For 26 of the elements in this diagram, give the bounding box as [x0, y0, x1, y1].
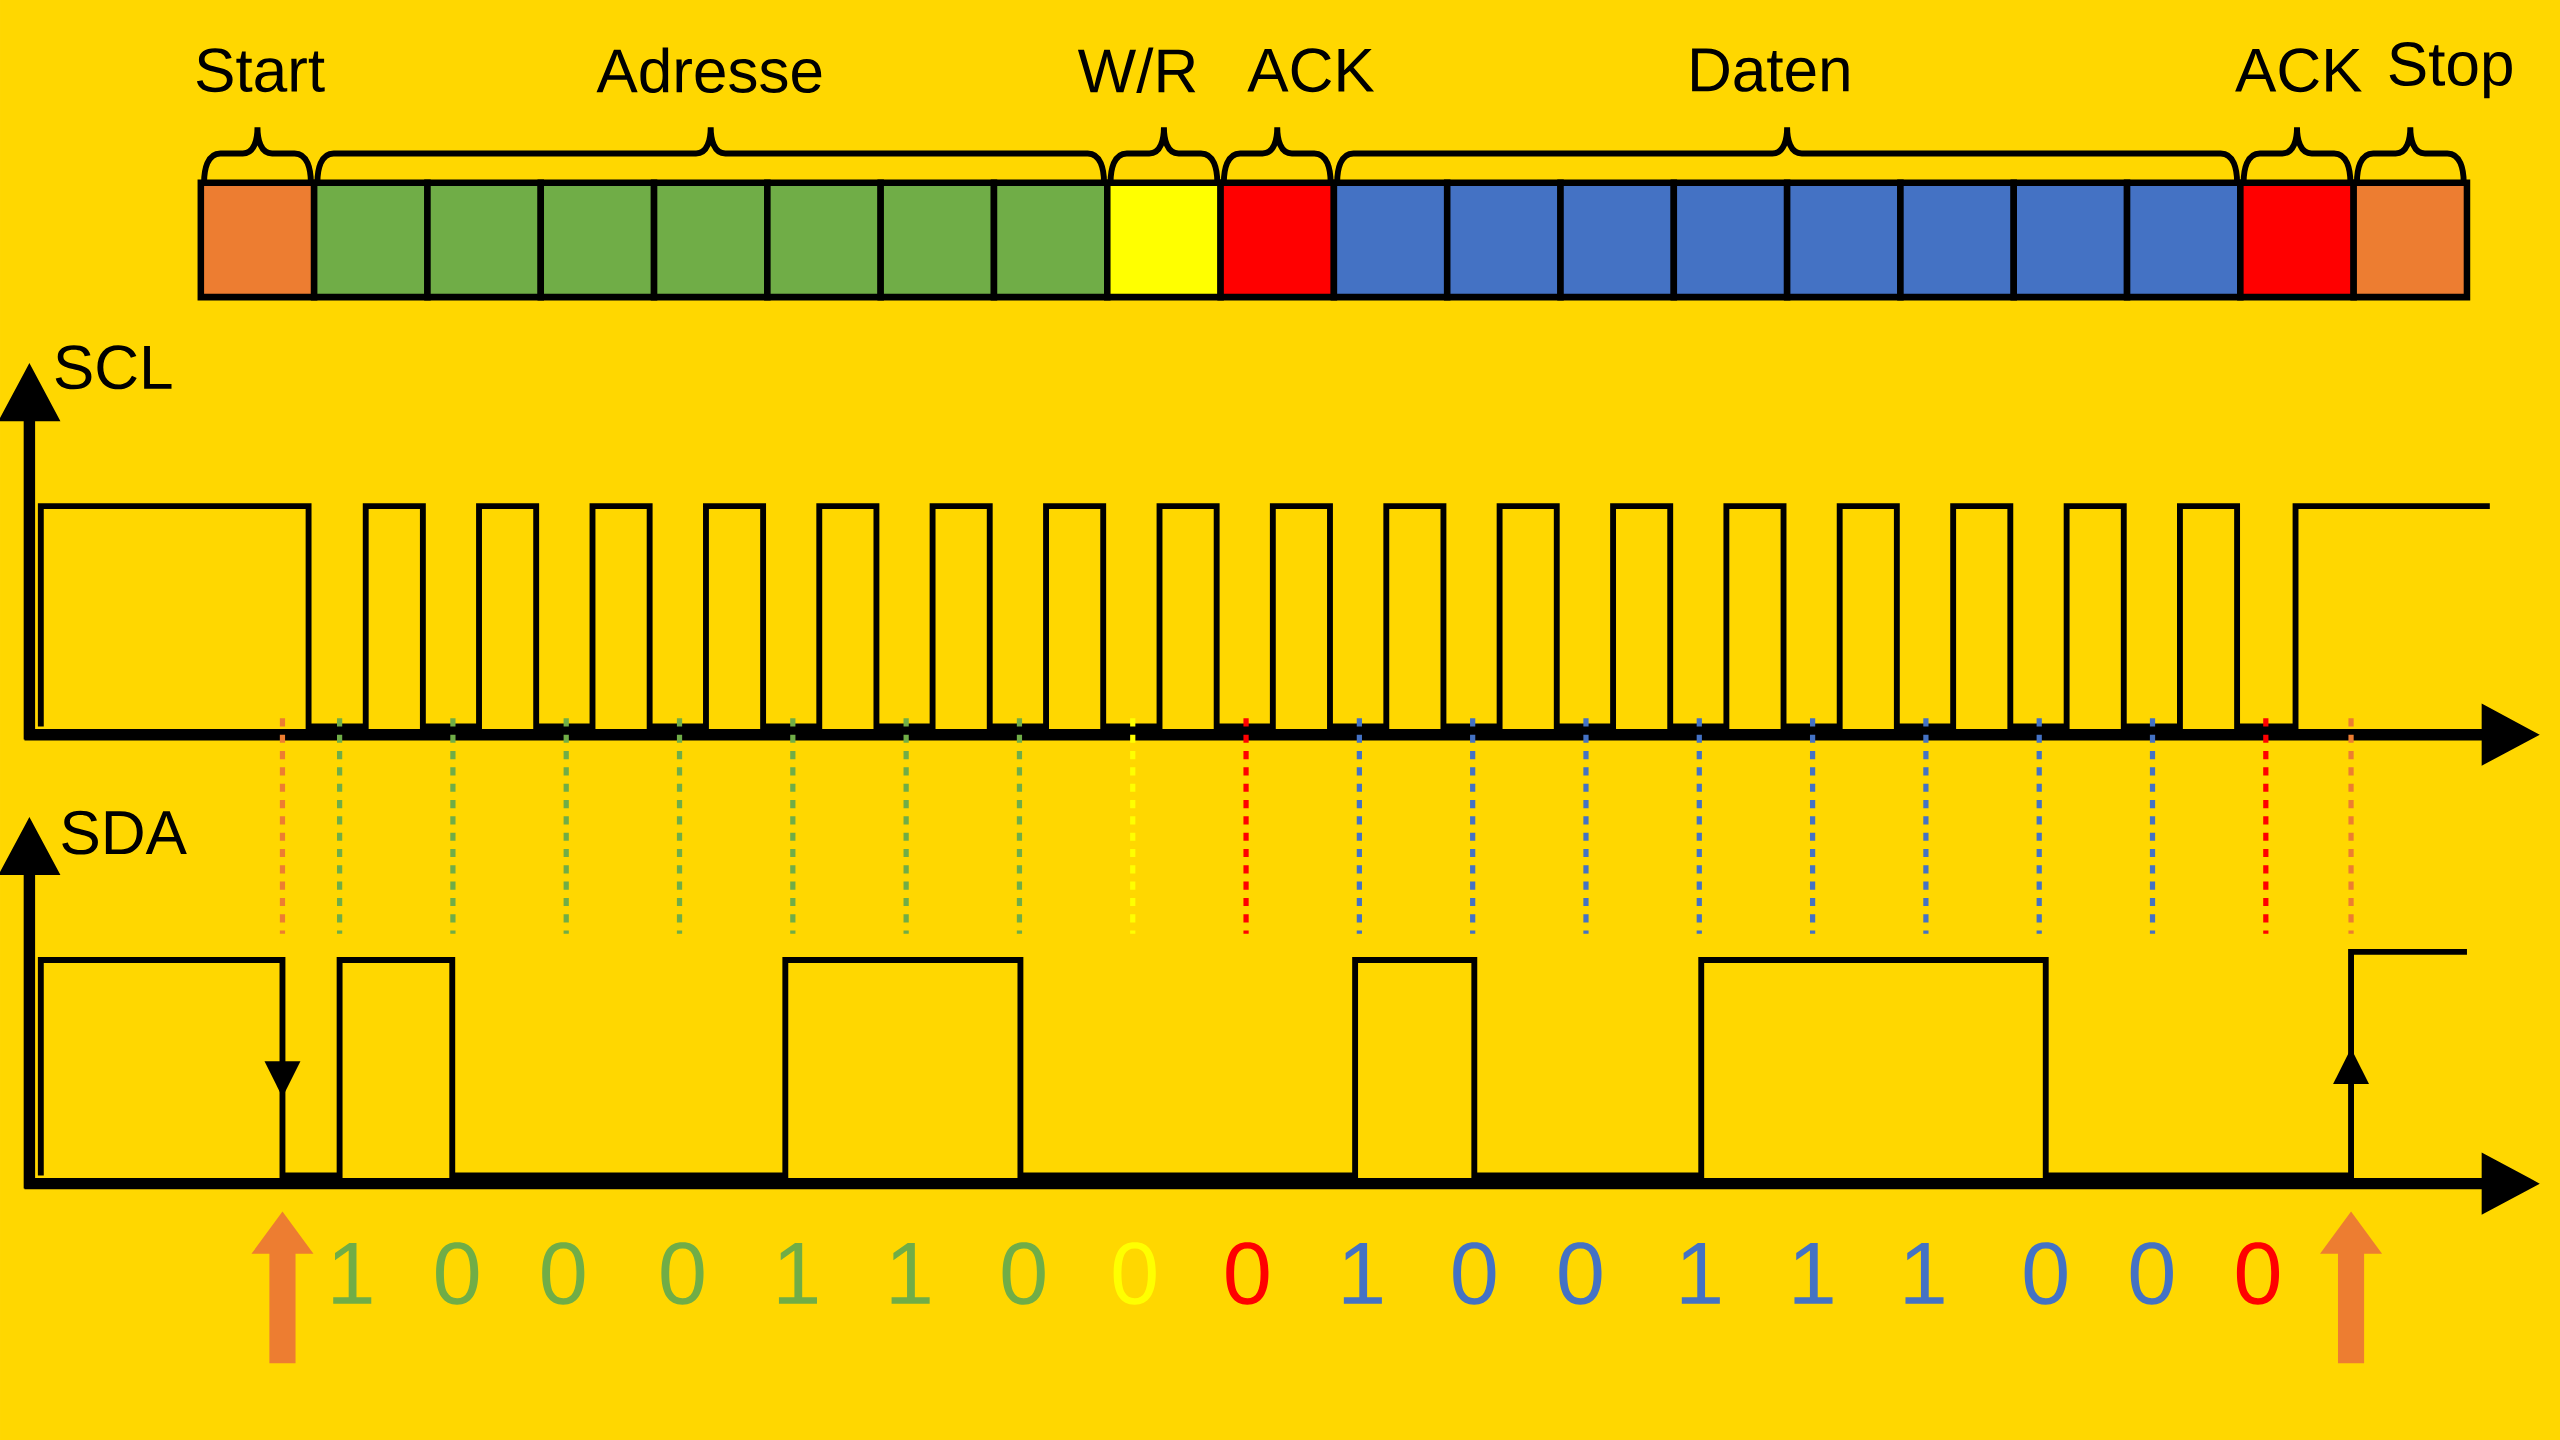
- bit-value: 1: [1681, 1243, 1720, 1304]
- bit-value: 1: [891, 1243, 930, 1304]
- bit-value: 0: [1002, 1242, 1045, 1305]
- bit-value: 0: [1226, 1242, 1269, 1305]
- signal-label: SDA: [62, 810, 187, 855]
- bit-value: 0: [2236, 1242, 2280, 1305]
- bit-value: 1: [1794, 1243, 1833, 1304]
- field-label: Adresse: [596, 47, 822, 93]
- bit-value: 1: [1343, 1243, 1382, 1304]
- field-label: ACK: [2235, 48, 2362, 93]
- bit-value: 1: [333, 1243, 372, 1304]
- bit-value: 0: [661, 1242, 704, 1305]
- bit-value: 0: [1559, 1242, 1602, 1305]
- signal-label: SCL: [55, 345, 172, 390]
- field-label: W/R: [1077, 47, 1196, 93]
- bit-value: 0: [2130, 1242, 2173, 1305]
- bit-value: 0: [542, 1242, 585, 1305]
- field-label: Daten: [1692, 48, 1849, 92]
- bit-value: 1: [1905, 1243, 1944, 1304]
- field-label: Start: [196, 48, 325, 93]
- bit-value: 0: [2024, 1242, 2067, 1305]
- bit-value: 0: [436, 1242, 479, 1305]
- field-label: ACK: [1247, 48, 1375, 93]
- bit-value: 0: [1453, 1242, 1496, 1305]
- bit-value: 1: [778, 1243, 817, 1304]
- field-label: Stop: [2389, 42, 2512, 99]
